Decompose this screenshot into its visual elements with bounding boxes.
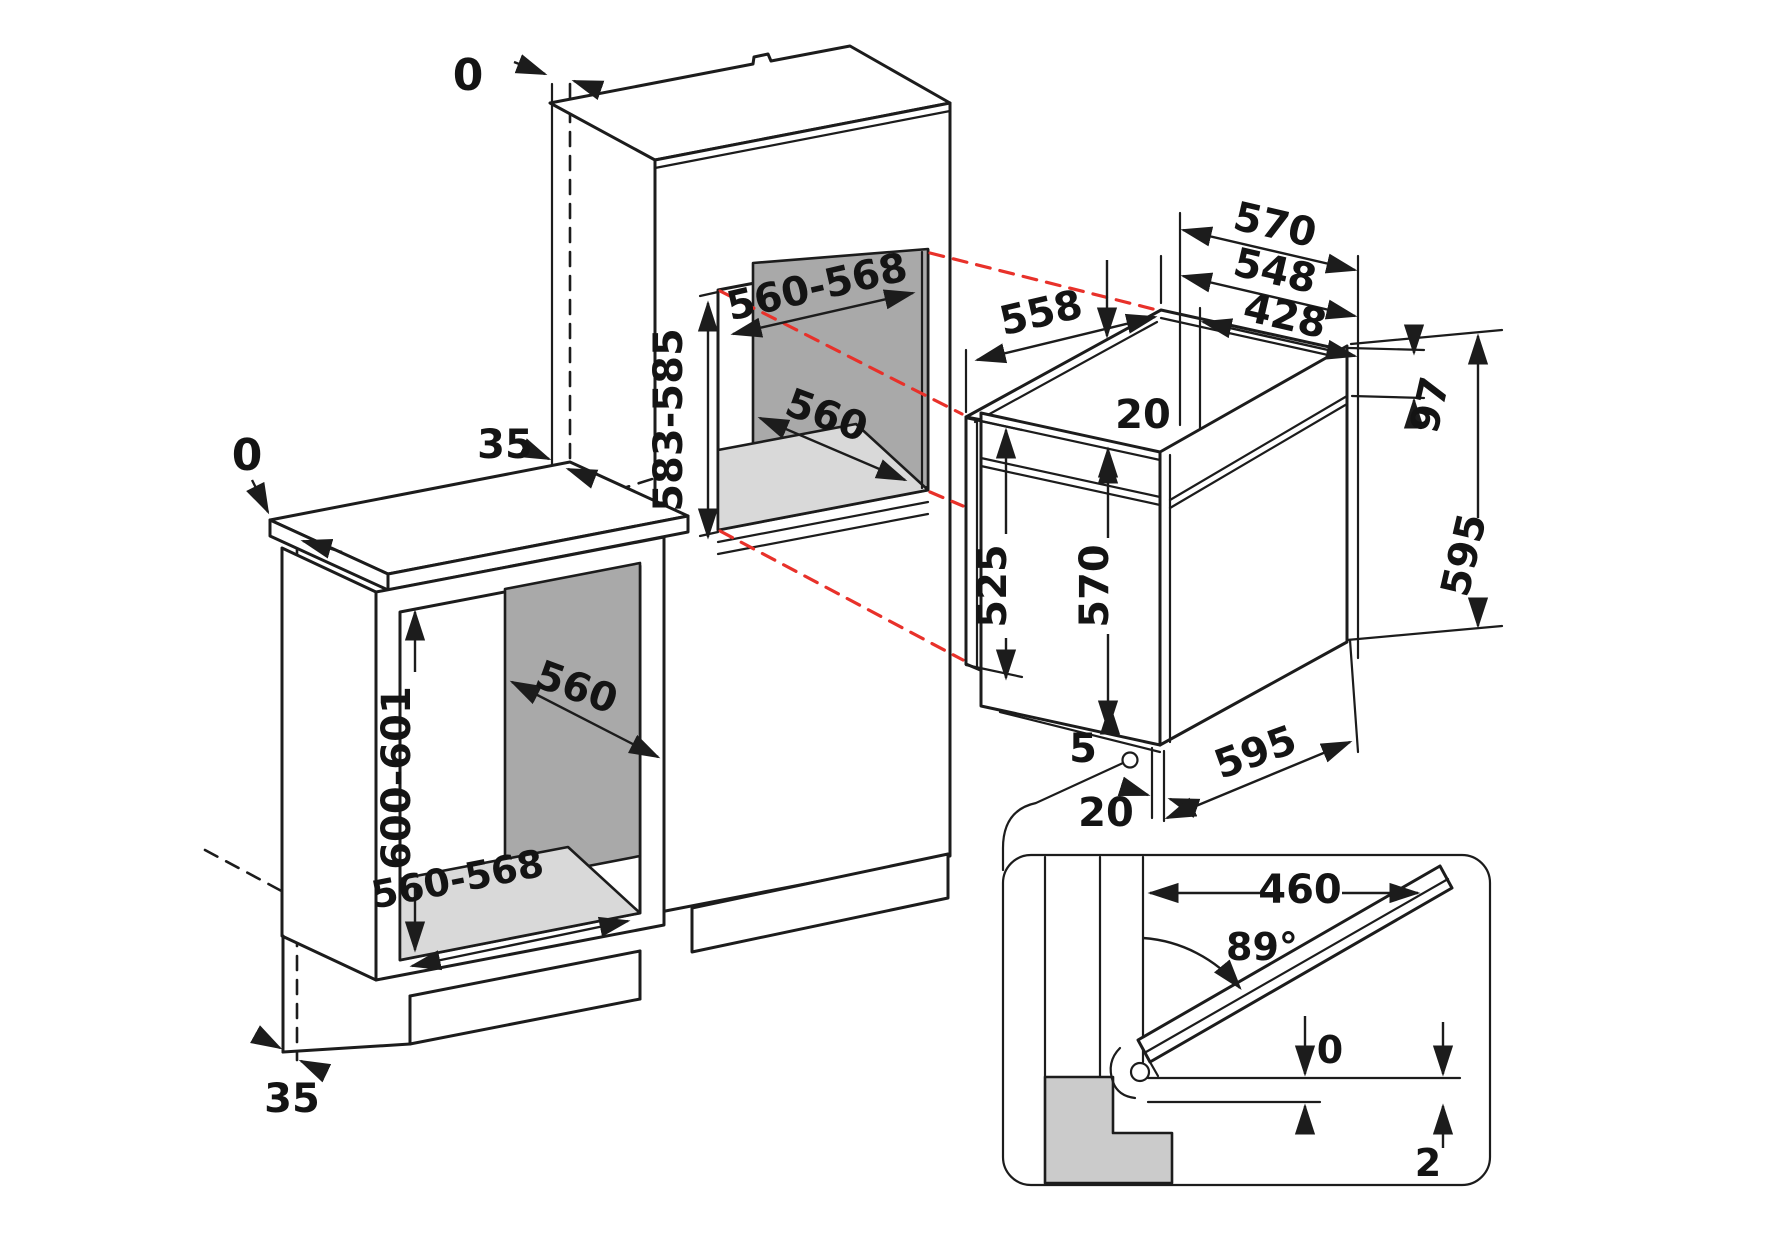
projection-line-top-left xyxy=(718,289,964,416)
dim-line-depth-c xyxy=(1200,318,1358,360)
dim-arrow xyxy=(1117,776,1151,797)
label-tc-rear-gap: 35 xyxy=(477,422,533,468)
tall-cabinet-plinth xyxy=(690,852,950,954)
base-cabinet-niche-back-panel xyxy=(503,561,642,884)
dim-arrow xyxy=(518,438,552,461)
worktop-front-band xyxy=(386,514,690,592)
open-door xyxy=(1136,864,1454,1064)
projection-line-bottom-left xyxy=(718,529,965,662)
detail-inset-frame xyxy=(1001,853,1492,1187)
plinth-bottom-front xyxy=(408,997,642,1046)
oven-panel-split2 xyxy=(979,464,1162,507)
dim-arrow xyxy=(298,1059,332,1083)
ext-line xyxy=(698,290,720,298)
label-tc-niche-height: 583-585 xyxy=(646,328,692,512)
dim-arrow xyxy=(250,1025,283,1050)
ext-line xyxy=(1349,328,1504,346)
oven-side-panel-line2 xyxy=(1168,402,1349,510)
hinge-pivot xyxy=(1129,1061,1151,1083)
label-detail-angle: 89° xyxy=(1226,925,1298,969)
base-cabinet-side-face xyxy=(280,546,378,982)
section-cut-block xyxy=(1043,1075,1174,1185)
dim-line-bc-width xyxy=(409,916,631,971)
label-oven-front-height: 570 xyxy=(1072,544,1118,628)
label-oven-top-edge: 20 xyxy=(1115,392,1171,438)
dim-line-niche-depth xyxy=(757,416,908,482)
dim-line-bc-depth xyxy=(509,680,661,759)
label-detail-door-width: 460 xyxy=(1258,867,1342,913)
dim-line-niche-width xyxy=(730,289,916,338)
ext-line xyxy=(1345,624,1504,642)
label-bc-niche-height: 600-601 xyxy=(374,686,420,870)
dim-line-total-width xyxy=(1164,740,1353,820)
label-detail-gap-bottom: 2 xyxy=(1415,1141,1441,1185)
detail-leader-line xyxy=(1001,761,1125,872)
ext-line xyxy=(1347,346,1426,352)
label-bc-top-gap: 0 xyxy=(232,430,263,481)
projection-line-top-right xyxy=(928,251,1159,312)
dimension-lines xyxy=(246,54,1504,1148)
label-oven-panel-height: 97 xyxy=(1402,373,1459,438)
plinth-bottom-left xyxy=(281,1042,412,1054)
label-oven-total-height: 595 xyxy=(1433,509,1497,601)
projection-line-bottom-right xyxy=(928,490,965,508)
dim-arrow xyxy=(246,479,270,515)
label-detail-gap-top: 0 xyxy=(1317,1028,1343,1072)
dim-arrow xyxy=(1167,797,1201,819)
dim-arrow xyxy=(300,539,343,559)
base-cabinet xyxy=(203,460,690,1062)
oven-door-bottom-line xyxy=(998,710,1162,754)
hinge-arc xyxy=(1109,1046,1137,1100)
label-oven-total-width: 595 xyxy=(1208,717,1302,789)
oven xyxy=(964,308,1349,754)
detail-callout-circle xyxy=(1121,751,1139,769)
ext-line xyxy=(1348,638,1360,754)
label-oven-bottom-gap: 20 xyxy=(1078,790,1134,836)
detail-inset xyxy=(1001,751,1492,1187)
oven-side-panel-line xyxy=(1168,394,1349,502)
dim-line-depth-b xyxy=(1180,272,1358,320)
angle-arc xyxy=(1142,936,1242,991)
oven-panel-split xyxy=(979,456,1162,499)
dim-arrow xyxy=(571,79,605,100)
label-oven-body-height: 525 xyxy=(970,544,1016,628)
dim-arrow xyxy=(513,54,548,76)
label-tc-top-gap: 0 xyxy=(453,50,484,101)
projection-lines xyxy=(718,251,1159,662)
tall-cabinet-top-face xyxy=(548,44,952,162)
label-oven-door-gap: 5 xyxy=(1069,726,1097,772)
label-bc-plinth-gap: 35 xyxy=(264,1076,320,1122)
dim-arrow xyxy=(565,467,599,489)
door-corner-line xyxy=(1148,1060,1160,1078)
dim-line-depth-a xyxy=(1180,226,1358,274)
dim-line-body-depth xyxy=(974,313,1158,364)
niche-bottom-frame-line xyxy=(716,500,930,544)
top-edge-line xyxy=(653,109,952,170)
open-door-inner-line xyxy=(1144,877,1450,1054)
